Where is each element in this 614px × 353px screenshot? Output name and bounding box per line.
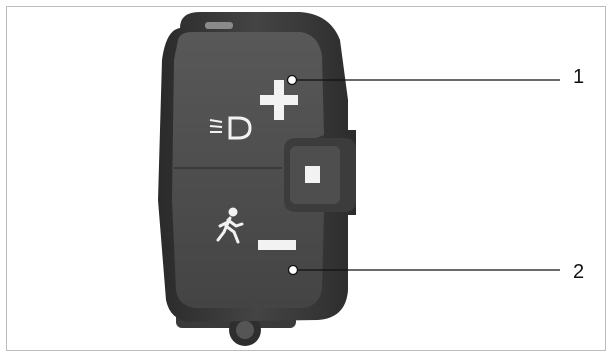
top-indicator — [205, 22, 233, 29]
callout-number-1: 1 — [573, 67, 584, 87]
callout-number-2: 2 — [573, 262, 584, 282]
minus-icon — [258, 240, 296, 250]
square-button-icon — [305, 166, 320, 183]
